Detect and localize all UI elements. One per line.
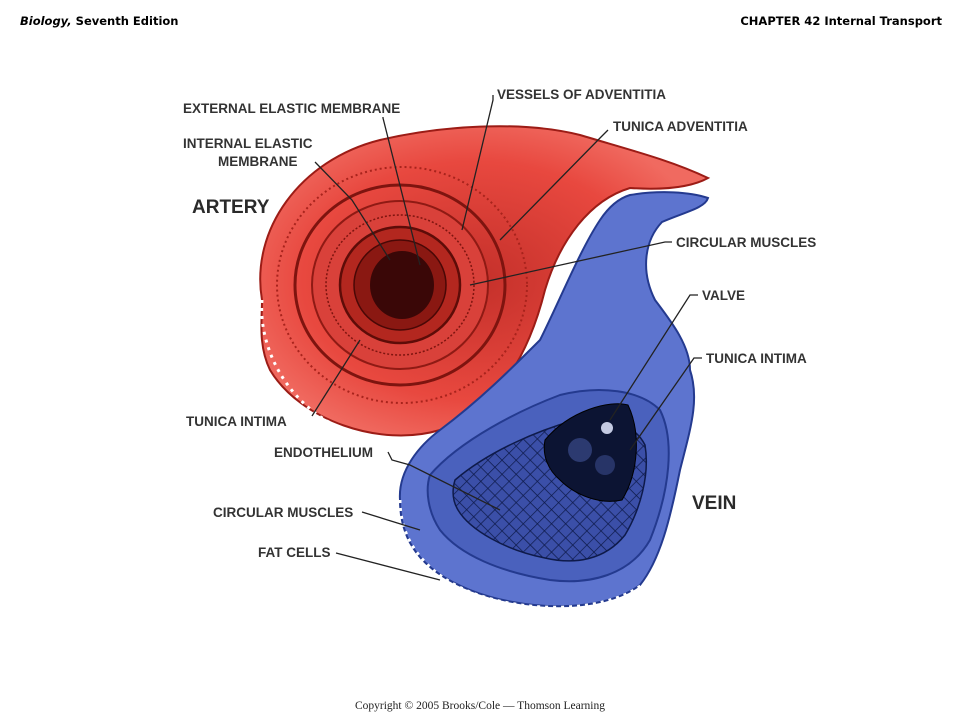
label-circular-muscles-artery: CIRCULAR MUSCLES	[213, 505, 353, 520]
label-tunica-intima-vein: TUNICA INTIMA	[706, 351, 807, 366]
book-name: Biology,	[20, 14, 72, 28]
label-vein: VEIN	[692, 493, 736, 514]
label-fat-cells: FAT CELLS	[258, 545, 331, 560]
label-tunica-intima-artery: TUNICA INTIMA	[186, 414, 287, 429]
artery-muscle-ring-2	[325, 214, 475, 356]
copyright-footer: Copyright © 2005 Brooks/Cole — Thomson L…	[354, 700, 605, 712]
label-tunica-adventitia: TUNICA ADVENTITIA	[613, 119, 748, 134]
label-endothelium: ENDOTHELIUM	[274, 445, 373, 460]
diagram-labels: EXTERNAL ELASTIC MEMBRANE VESSELS OF ADV…	[183, 87, 816, 560]
label-internal-elastic-membrane-2: MEMBRANE	[218, 154, 298, 169]
leader-lines	[311, 95, 702, 581]
vein-illustration	[398, 191, 710, 609]
label-internal-elastic-membrane-1: INTERNAL ELASTIC	[183, 136, 313, 151]
label-external-elastic-membrane: EXTERNAL ELASTIC MEMBRANE	[183, 101, 400, 116]
artery-illustration	[259, 125, 711, 441]
book-edition: Seventh Edition	[75, 14, 179, 28]
label-artery: ARTERY	[192, 197, 270, 218]
artery-lumen	[370, 251, 434, 319]
label-circular-muscles-vein: CIRCULAR MUSCLES	[676, 235, 816, 250]
artery-adventitia-ring	[276, 166, 528, 404]
label-vessels-of-adventitia: VESSELS OF ADVENTITIA	[497, 87, 666, 102]
chapter-title: CHAPTER 42 Internal Transport	[740, 14, 942, 28]
slide-header: Biology, Seventh Edition CHAPTER 42 Inte…	[0, 10, 960, 30]
book-title: Biology, Seventh Edition	[20, 14, 178, 28]
label-valve: VALVE	[702, 288, 745, 303]
vein-scalloped-edge	[398, 499, 643, 609]
